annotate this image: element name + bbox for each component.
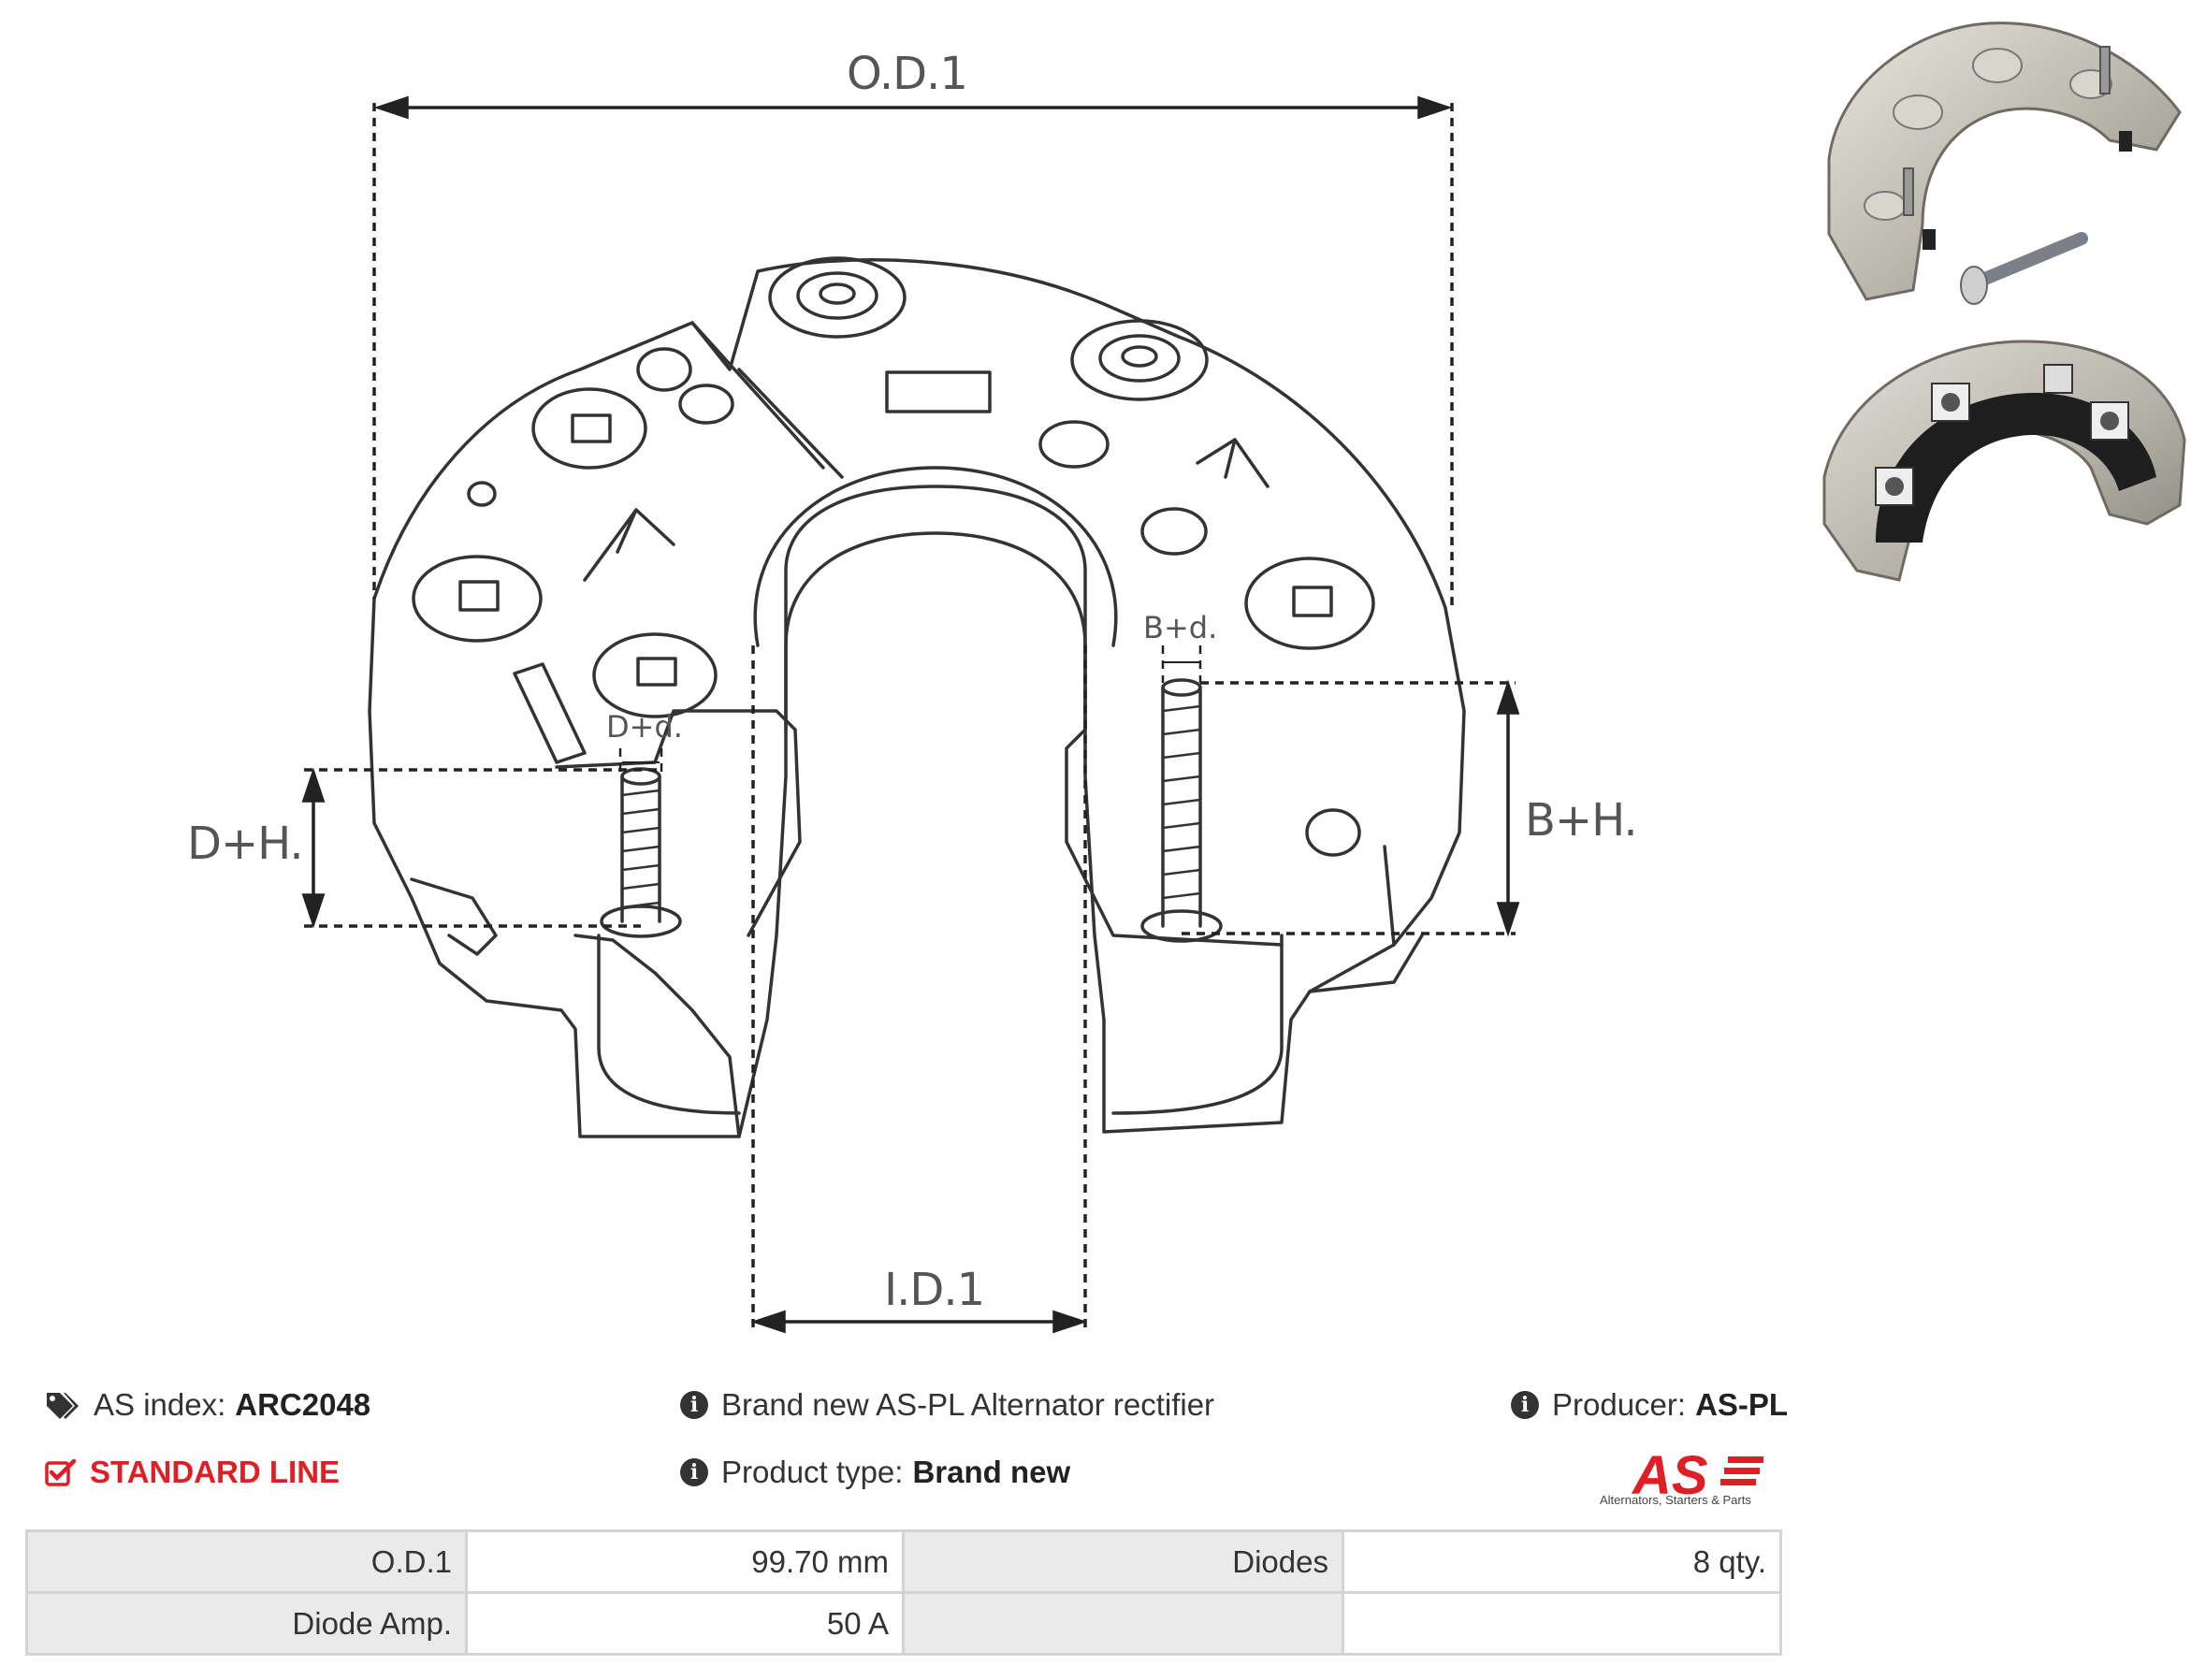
product-photo-top	[1827, 22, 2182, 305]
logo-tagline: Alternators, Starters & Parts	[1600, 1493, 1751, 1507]
spec-label: Diode Amp.	[25, 1591, 468, 1656]
as-index-label: AS index:	[94, 1387, 226, 1422]
bd-label: B+d.	[1143, 610, 1217, 645]
table-row: O.D.1 99.70 mm Diodes 8 qty.	[25, 1529, 1782, 1594]
spec-value: 50 A	[465, 1591, 905, 1656]
rectifier-diagram: O.D.1 I.D.1 D+H. B+H. D+d. B+d.	[187, 48, 1638, 1334]
svg-text:AS: AS	[1631, 1445, 1708, 1506]
info-circle-icon: i	[680, 1391, 708, 1419]
spec-value: 99.70 mm	[465, 1529, 905, 1594]
center-channel	[753, 466, 1118, 647]
producer: i Producer: AS-PL	[1511, 1387, 1788, 1423]
table-row: Diode Amp. 50 A	[25, 1591, 1782, 1656]
spec-label: O.D.1	[25, 1529, 468, 1594]
bh-label: B+H.	[1525, 794, 1637, 847]
product-line: STANDARD LINE	[45, 1455, 340, 1490]
product-type-label: Product type:	[721, 1455, 904, 1489]
product-type-value: Brand new	[912, 1455, 1071, 1489]
producer-value: AS-PL	[1695, 1387, 1789, 1422]
producer-label: Producer:	[1552, 1387, 1687, 1422]
product-line-label: STANDARD LINE	[90, 1455, 341, 1489]
spec-table: O.D.1 99.70 mm Diodes 8 qty. Diode Amp. …	[25, 1529, 1782, 1656]
product-type: i Product type: Brand new	[680, 1455, 1070, 1490]
product-description: i Brand new AS-PL Alternator rectifier	[680, 1387, 1214, 1423]
info-circle-icon: i	[1511, 1391, 1539, 1419]
dd-label: D+d.	[606, 709, 683, 745]
description-text: Brand new AS-PL Alternator rectifier	[721, 1387, 1215, 1422]
info-circle-icon: i	[680, 1458, 708, 1486]
spec-value: 8 qty.	[1342, 1529, 1782, 1594]
product-photo-bottom	[1822, 340, 2186, 582]
as-index: AS index: ARC2048	[45, 1387, 370, 1423]
spec-value	[1342, 1591, 1782, 1656]
as-pl-logo: AS	[1631, 1445, 1763, 1506]
spec-label: Diodes	[902, 1529, 1344, 1594]
od-label: O.D.1	[847, 48, 967, 100]
dh-label: D+H.	[187, 818, 303, 870]
check-square-icon	[45, 1458, 77, 1486]
tags-icon	[45, 1391, 80, 1419]
as-index-value: ARC2048	[235, 1387, 371, 1422]
id-label: I.D.1	[884, 1264, 984, 1316]
spec-label	[902, 1591, 1344, 1656]
rectifier-outline	[368, 258, 1466, 1138]
